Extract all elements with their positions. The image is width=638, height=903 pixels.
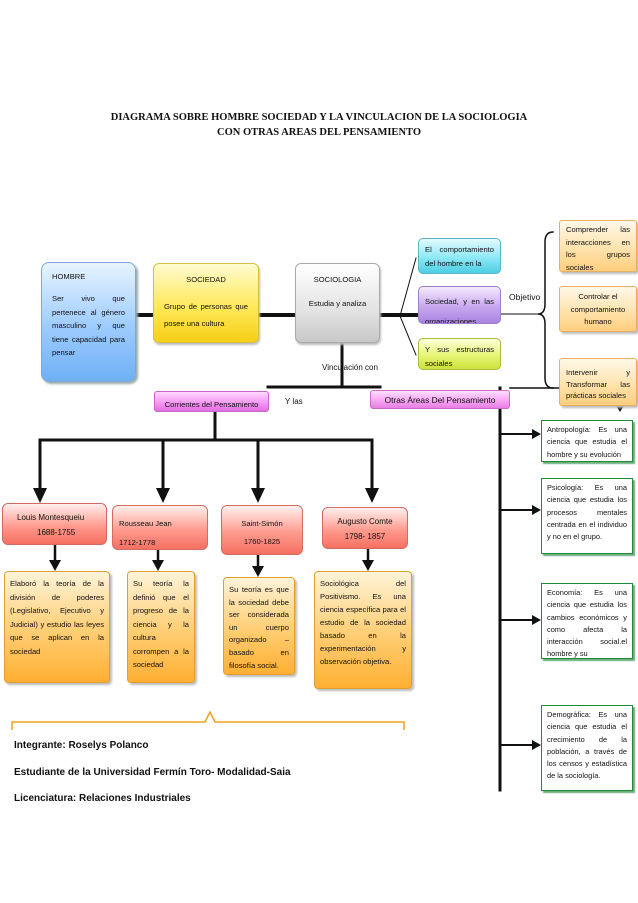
thinker-comte: Augusto Comte 1798- 1857 [322, 507, 408, 549]
title-line-2: CON OTRAS AREAS DEL PENSAMIENTO [216, 127, 422, 138]
hombre-text: Ser vivo que pertenece al género masculi… [52, 294, 125, 357]
thinkers-brace [11, 710, 405, 730]
area-antropologia: Antropología: Es una ciencia que estudia… [541, 420, 633, 462]
branch-sociedad: Sociedad, y en las organizaciones [418, 286, 501, 324]
thinker-saint-simon: Saint-Simón 1760-1825 [221, 505, 303, 555]
area-economia: Economía: Es una ciencia que estudia los… [541, 583, 633, 659]
sociedad-box: SOCIEDAD Grupo de personas que posee una… [153, 263, 259, 343]
objetivo-controlar: Controlar el comportamiento humano [559, 286, 637, 332]
diagram-title: DIAGRAMA SOBRE HOMBRE SOCIEDAD Y LA VINC… [0, 110, 638, 140]
sociedad-text: Grupo de personas que posee una cultura [164, 302, 248, 328]
branch-fan-top [377, 257, 417, 317]
sociologia-text: Estudia y analiza [308, 299, 367, 308]
thinker-montesquieu: Louis Montesqueiu 1688-1755 [2, 503, 107, 545]
y-las-label: Y las [285, 397, 303, 406]
sociologia-heading: SOCIOLOGIA [313, 275, 362, 284]
otras-areas-box: Otras Áreas Del Pensamiento [370, 390, 510, 409]
sociedad-heading: SOCIEDAD [186, 275, 226, 284]
sociologia-box: SOCIOLOGIA Estudia y analiza [295, 263, 380, 343]
branch-comportamiento: El comportamiento del hombre en la [418, 238, 501, 274]
hombre-box: HOMBRE Ser vivo que pertenece al género … [41, 262, 136, 382]
areas-arrowhead [615, 404, 625, 412]
branch-fan-bottom [399, 315, 417, 356]
desc-saint-simon: Su teoría es que la sociedad debe ser co… [223, 577, 295, 675]
desc-rousseau: Su teoría la definió que el progreso de … [127, 571, 195, 683]
vinculacion-label: Vinculación con [322, 363, 378, 372]
footer-licenciatura: Licenciatura: Relaciones Industriales [14, 793, 191, 804]
objetivo-comprender: Comprender las interacciones en los grup… [559, 220, 637, 272]
area-psicologia: Psicología: Es una ciencia que estudia l… [541, 478, 633, 554]
area-demografica: Demográfica: Es una ciencia que estudia … [541, 705, 633, 791]
title-line-1: DIAGRAMA SOBRE HOMBRE SOCIEDAD Y LA VINC… [110, 112, 528, 123]
corrientes-box: Corrientes del Pensamiento [154, 391, 269, 412]
objetivo-brace [537, 231, 554, 389]
objetivo-label: Objetivo [509, 292, 541, 302]
branch-estructuras: Y sus estructuras sociales [418, 338, 501, 370]
desc-montesquieu: Elaboró la teoría de la división de pode… [4, 571, 110, 683]
desc-comte: Sociológica del Positivismo. Es una cien… [314, 571, 412, 689]
thinker-rousseau: Rousseau Jean 1712-1778 [112, 505, 208, 550]
footer-integrante: Integrante: Roselys Polanco [14, 740, 149, 751]
objetivo-intervenir: Intervenir y Transformar las prácticas s… [559, 358, 637, 406]
footer-estudiante: Estudiante de la Universidad Fermín Toro… [14, 767, 291, 778]
hombre-heading: HOMBRE [52, 272, 86, 281]
